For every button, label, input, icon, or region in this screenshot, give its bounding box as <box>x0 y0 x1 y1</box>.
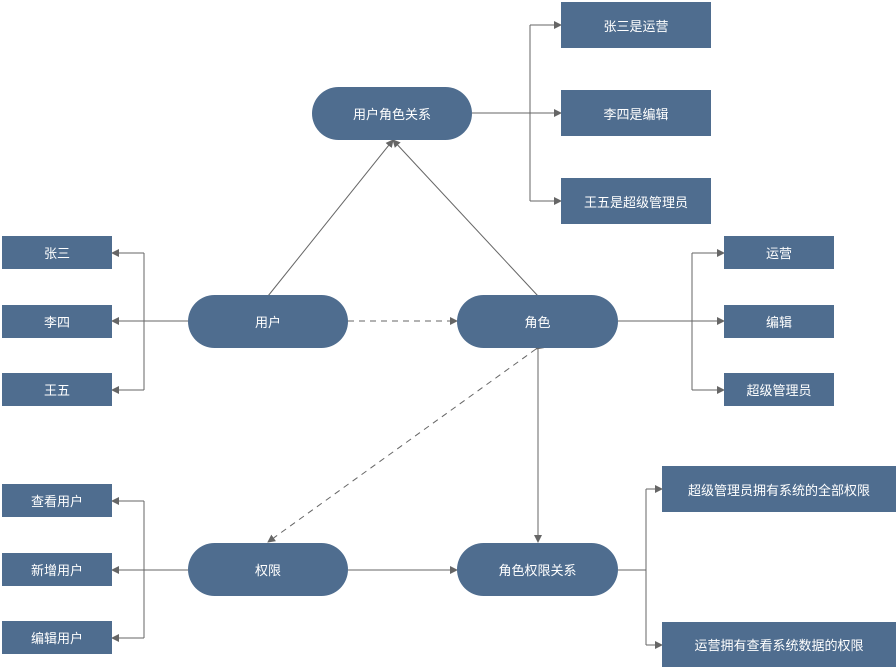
user-item: 王五 <box>2 373 112 406</box>
node-user: 用户 <box>188 295 348 348</box>
user-item: 张三 <box>2 236 112 269</box>
relation-example: 王五是超级管理员 <box>561 178 711 224</box>
node-role: 角色 <box>457 295 618 348</box>
role-permission-example: 超级管理员拥有系统的全部权限 <box>662 466 896 512</box>
connector-role-list <box>618 253 693 390</box>
permission-item: 查看用户 <box>2 484 112 517</box>
relation-example: 张三是运营 <box>561 2 711 48</box>
role-item: 运营 <box>724 236 834 269</box>
role-item: 编辑 <box>724 305 834 338</box>
node-permission: 权限 <box>188 543 348 596</box>
relation-example: 李四是编辑 <box>561 90 711 136</box>
permission-item: 新增用户 <box>2 553 112 586</box>
connector-user-list <box>143 253 188 390</box>
node-role-permission-relation: 角色权限关系 <box>457 543 618 596</box>
connector-relation-examples <box>472 25 531 201</box>
connector-user-to-relation <box>267 139 394 297</box>
connector-role-to-relation <box>392 139 539 297</box>
connector-permission-list <box>143 501 188 638</box>
user-item: 李四 <box>2 305 112 338</box>
connector-role-permission-dashed <box>267 341 545 543</box>
permission-item: 编辑用户 <box>2 621 112 654</box>
node-user-role-relation: 用户角色关系 <box>312 87 472 140</box>
connector-rp-examples <box>618 489 647 645</box>
role-permission-example: 运营拥有查看系统数据的权限 <box>662 622 896 667</box>
role-item: 超级管理员 <box>724 373 834 406</box>
